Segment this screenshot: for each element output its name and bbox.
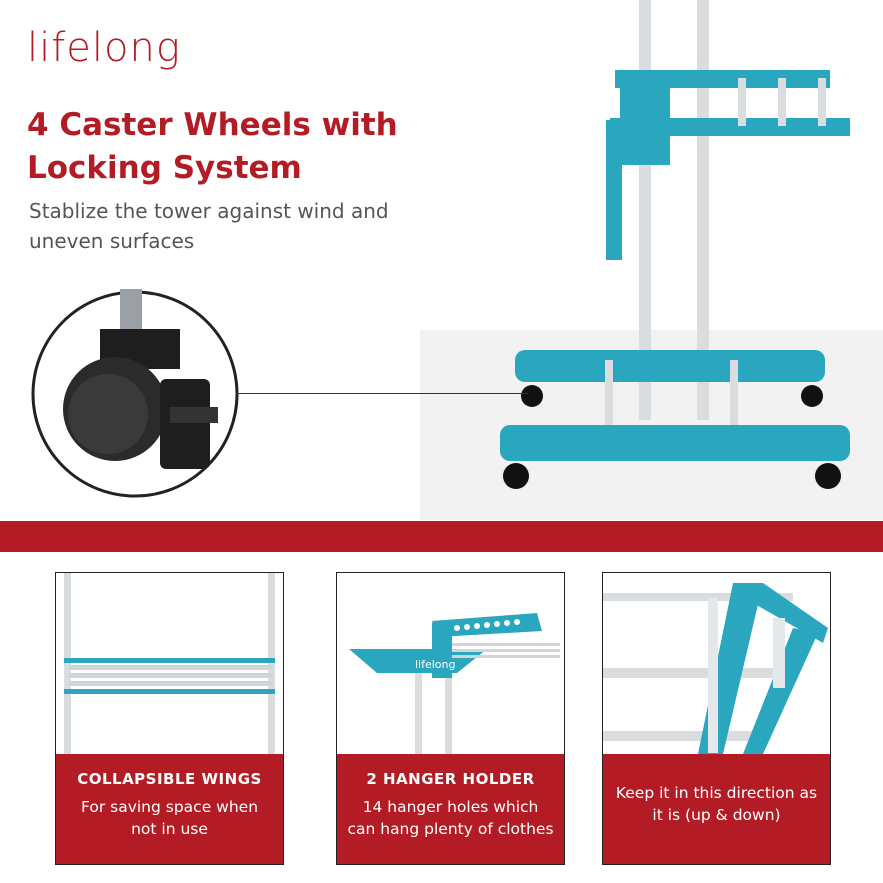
feature-description: Keep it in this direction as it is (up &… [615, 784, 818, 824]
hero-title: 4 Caster Wheels with Locking System [27, 107, 398, 186]
caster-wheel-closeup [31, 289, 239, 498]
feature-caption: COLLAPSIBLE WINGS For saving space when … [56, 754, 283, 864]
logo-text: lifelong [27, 25, 181, 71]
hanger-holder-image: lifelong [349, 613, 560, 754]
brand-logo: lifelong [27, 24, 187, 72]
drying-stand-base-image [420, 0, 883, 520]
divider-band [0, 521, 883, 552]
feature-card-direction: Keep it in this direction as it is (up &… [602, 572, 831, 865]
feature-title: COLLAPSIBLE WINGS [77, 770, 262, 788]
feature-card-hanger-holder: lifelong 2 HANGER HOLDER 14 hanger holes… [336, 572, 565, 865]
feature-caption: Keep it in this direction as it is (up &… [603, 754, 830, 864]
callout-line [236, 393, 528, 394]
feature-card-collapsible-wings: COLLAPSIBLE WINGS For saving space when … [55, 572, 284, 865]
hero-subtitle: Stablize the tower against wind and unev… [29, 199, 389, 253]
product-logo-label: lifelong [415, 658, 456, 671]
feature-description: 14 hanger holes which can hang plenty of… [347, 798, 554, 838]
feature-title: 2 HANGER HOLDER [366, 770, 535, 788]
feature-description: For saving space when not in use [80, 798, 259, 838]
wing-joint-image [603, 583, 828, 754]
feature-caption: 2 HANGER HOLDER 14 hanger holes which ca… [337, 754, 564, 864]
collapsible-wings-image [64, 573, 275, 754]
